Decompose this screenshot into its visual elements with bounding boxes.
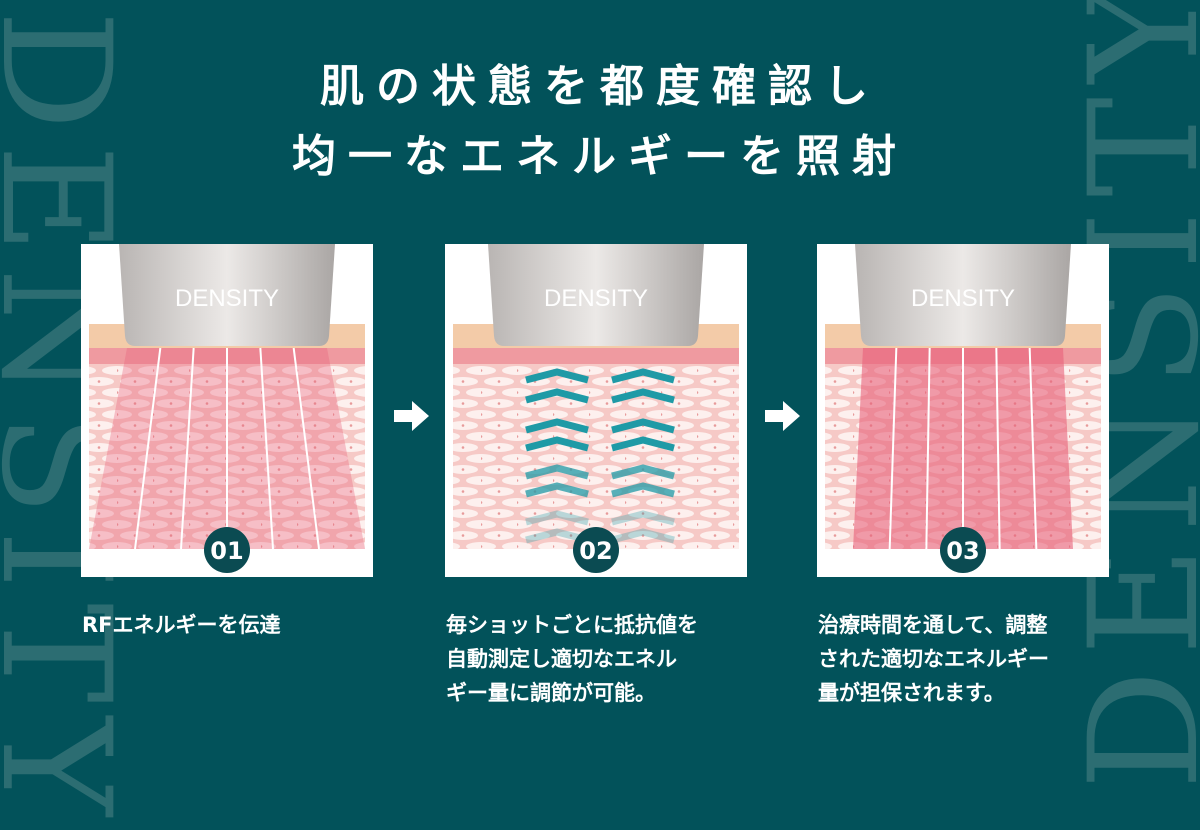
description-line: 自動測定し適切なエネル	[446, 647, 677, 671]
step-2-illustration: DENSITY 02	[445, 244, 747, 577]
step-2-description: 毎ショットごとに抵抗値を自動測定し適切なエネルギー量に調節が可能。	[446, 608, 766, 710]
device-label: DENSITY	[911, 285, 1015, 312]
device-label: DENSITY	[175, 285, 279, 312]
description-line: された適切なエネルギー	[818, 647, 1049, 671]
step-3-description: 治療時間を通して、調整された適切なエネルギー量が担保されます。	[818, 608, 1138, 710]
description-line: 治療時間を通して、調整	[818, 613, 1048, 637]
step-1-description: RFエネルギーを伝達	[82, 608, 402, 642]
description-line: 毎ショットごとに抵抗値を	[446, 613, 698, 637]
description-line: RFエネルギーを伝達	[82, 613, 281, 637]
step-number: 03	[946, 537, 979, 565]
description-line: ギー量に調節が可能。	[446, 681, 656, 705]
step-number: 02	[579, 537, 612, 565]
arrow-right-icon	[765, 401, 800, 431]
device-label: DENSITY	[544, 285, 648, 312]
step-1-illustration: DENSITY 01	[81, 244, 373, 577]
step-3-illustration: DENSITY 03	[817, 244, 1109, 577]
title-line-1: 肌の状態を都度確認し	[320, 61, 880, 112]
arrow-right-icon	[394, 401, 429, 431]
title-line-2: 均一なエネルギーを照射	[292, 131, 908, 182]
description-line: 量が担保されます。	[818, 681, 1005, 705]
step-number: 01	[210, 537, 243, 565]
page-title: 肌の状態を都度確認し 均一なエネルギーを照射	[0, 52, 1200, 192]
